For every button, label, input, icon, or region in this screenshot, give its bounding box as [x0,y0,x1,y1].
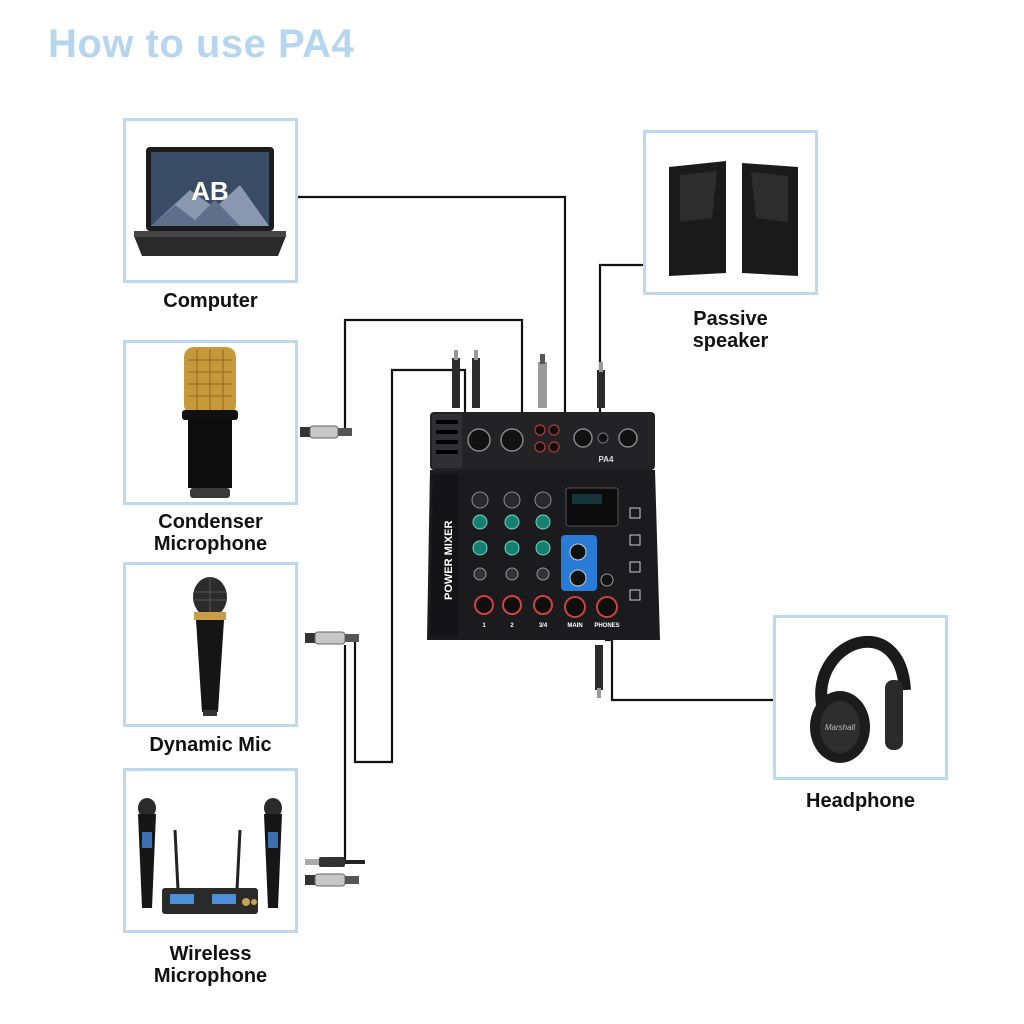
wireless-mic-label-line1: Wireless [169,943,252,965]
condenser-mic-label-line2: Microphone [153,533,268,555]
jack-plug-top-3 [538,354,547,408]
mixer-channel-label-1: 1 [482,623,486,629]
wireless-mic-label: Wireless Microphone [123,943,298,987]
cable-condenser-mic [343,318,524,430]
jack-plug-bottom [595,645,603,698]
computer-label-text: Computer [163,290,258,312]
cable-computer [298,195,567,420]
dynamic-mic-label: Dynamic Mic [123,734,298,756]
headphone-label-text: Headphone [806,790,915,812]
passive-speaker-icon [669,161,798,276]
svg-text:Marshall: Marshall [825,723,855,732]
mixer-knob-grid [471,491,618,618]
headphone-icon: Marshall [810,635,911,763]
mixer-side-label: POWER MIXER [443,520,455,600]
xlr-plug-condenser [300,425,352,439]
computer-label: Computer [123,290,298,312]
laptop-icon: AB [134,147,286,256]
passive-speaker-label-line2: speaker [692,330,769,352]
dynamic-mic-label-text: Dynamic Mic [149,734,272,756]
passive-speaker-label-line1: Passive [693,308,768,330]
xlr-plug-wireless-2 [305,873,359,887]
cable-headphone [605,638,773,702]
dynamic-microphone-icon [193,577,227,716]
diagram-title: How to use PA4 [48,22,355,66]
jack-plug-wireless-1 [305,857,365,867]
cables [298,195,773,860]
mixer-channel-label-5: PHONES [594,623,619,629]
condenser-mic-label-line1: Condenser [158,511,263,533]
cable-passive-speaker [598,263,643,420]
power-mixer-device: PA4 POWER MIXER [427,412,660,640]
condenser-mic-label: Condenser Microphone [123,511,298,555]
wireless-microphone-icon [138,798,282,914]
headphone-label: Headphone [773,790,948,812]
jack-plug-top-1 [452,350,460,408]
passive-speaker-label: Passive speaker [643,308,818,352]
condenser-microphone-icon [182,347,238,498]
mixer-model-label: PA4 [599,455,615,464]
jack-plug-top-4 [597,362,605,408]
cable-dynamic-mic [353,368,467,764]
mixer-channel-label-3: 3/4 [539,623,548,629]
mixer-channel-label-4: MAIN [567,623,582,629]
xlr-plug-dynamic [305,631,359,645]
mixer-channel-label-2: 2 [510,623,514,629]
svg-text:AB: AB [191,176,229,206]
wireless-mic-label-line2: Microphone [153,965,268,987]
jack-plug-top-2 [472,350,480,408]
